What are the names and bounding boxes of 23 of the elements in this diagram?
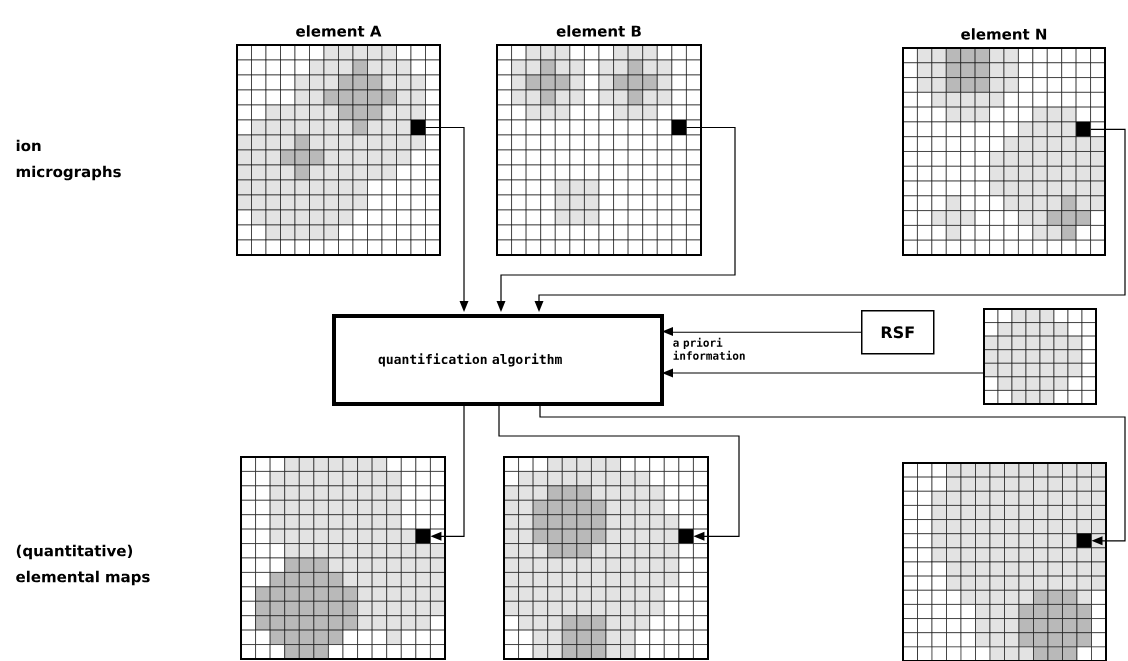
node-label: element B xyxy=(556,25,641,37)
arrow xyxy=(430,405,465,541)
arrow xyxy=(534,128,1126,312)
rsf-box: RSF xyxy=(861,310,935,355)
arrow xyxy=(496,126,736,312)
micrograph-grid: element A xyxy=(236,25,441,256)
map-grid xyxy=(983,308,1097,405)
row-label: ion micrographs xyxy=(16,139,121,181)
map-grid xyxy=(503,456,709,660)
algorithm-box: quantification algorithm xyxy=(332,314,664,406)
arrow xyxy=(539,405,1126,546)
row-label: (quantitative) elemental maps xyxy=(16,544,150,586)
micrograph-grid: element B xyxy=(496,25,702,256)
node-label: element A xyxy=(296,25,382,37)
map-grid xyxy=(902,462,1107,661)
edge-label: a priori information xyxy=(673,337,745,360)
arrow xyxy=(662,327,862,336)
node-label: element N xyxy=(961,28,1047,40)
arrow xyxy=(498,405,740,541)
arrow xyxy=(662,368,985,378)
micrograph-grid: element N xyxy=(902,28,1106,256)
map-grid xyxy=(240,456,446,660)
arrow xyxy=(424,126,469,312)
